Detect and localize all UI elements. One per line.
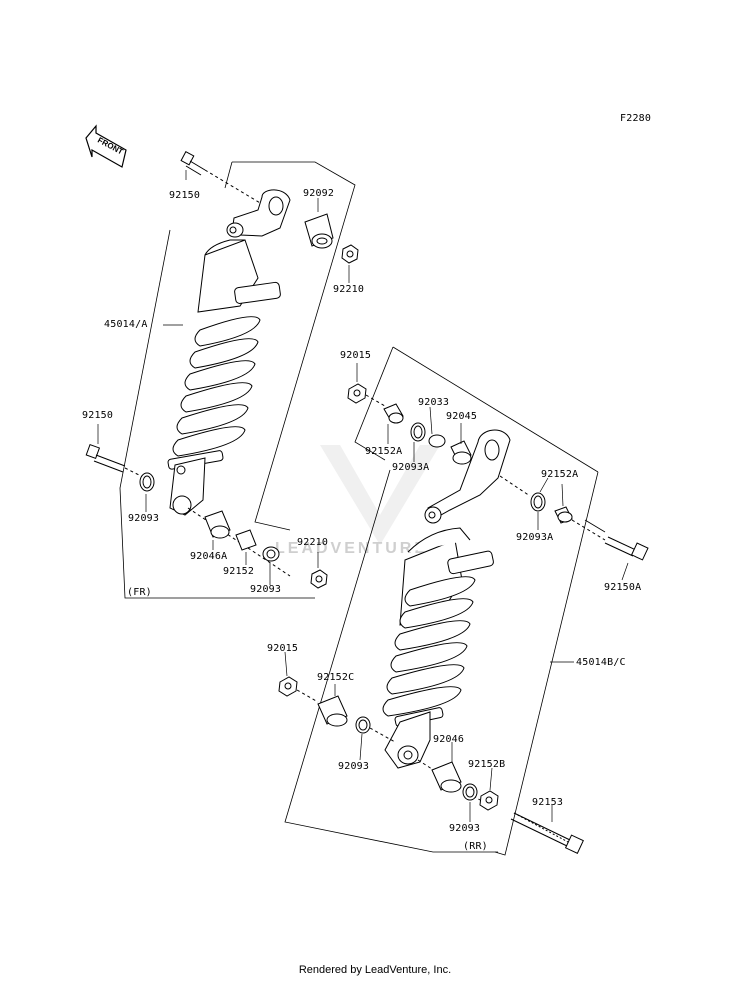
fr-spring xyxy=(172,316,261,457)
rr-collar-bottom xyxy=(317,695,348,727)
label-rr-washer-bottom-left: 92093 xyxy=(338,761,370,772)
label-fr-nut-bottom: 92210 xyxy=(297,537,329,548)
rr-nut-top xyxy=(347,383,386,407)
label-rr-washer-bottom-right: 92093 xyxy=(449,823,481,834)
label-rr-washer-top: 92093A xyxy=(392,462,430,473)
label-fr-nut-top: 92210 xyxy=(333,284,365,295)
rr-leaders xyxy=(284,363,629,822)
fr-shock-body xyxy=(167,189,291,516)
fr-leaders xyxy=(97,170,350,585)
fr-bolt-bottom xyxy=(85,443,146,479)
fr-nut-top xyxy=(341,244,359,264)
rr-bolt-bottom xyxy=(510,812,584,854)
label-rr-nut-bottom: 92015 xyxy=(267,643,299,654)
label-fr-bolt-top: 92150 xyxy=(169,190,201,201)
label-rr-bolt-top: 92150A xyxy=(604,582,642,593)
rr-bearing xyxy=(450,440,472,465)
fr-collar xyxy=(204,510,231,539)
label-fr-bolt-bottom: 92150 xyxy=(82,410,114,421)
label-rr-washer-right: 92093A xyxy=(516,532,554,543)
footer-credit: Rendered by LeadVenture, Inc. xyxy=(298,964,452,976)
label-rr-bolt-bottom: 92153 xyxy=(532,797,564,808)
label-rr-collar-top: 92152A xyxy=(365,446,403,457)
rr-washer-right xyxy=(530,492,546,512)
rr-collar-bottom-right xyxy=(479,790,499,811)
rr-nut-bottom xyxy=(278,676,298,697)
watermark-text: LEADVENTURE xyxy=(275,540,429,557)
fr-bushing-top xyxy=(304,213,334,249)
label-fr-collar: 92046A xyxy=(190,551,228,562)
rr-spring xyxy=(382,576,476,717)
label-rr-bushing-bottom: 92046 xyxy=(433,734,465,745)
label-rr-collar-bottom: 92152C xyxy=(317,672,355,683)
rr-washer-bottom-right xyxy=(462,783,478,801)
rr-washer-bottom-left xyxy=(355,716,371,734)
label-rr-collar-bottom-right: 92152B xyxy=(468,759,506,770)
rr-bushing-bottom xyxy=(431,761,462,793)
label-rr-collar-right: 92152A xyxy=(541,469,579,480)
fr-sleeve xyxy=(235,529,257,551)
label-rr-nut-top: 92015 xyxy=(340,350,372,361)
rr-collar-top xyxy=(383,403,404,424)
label-rr-circlip: 92033 xyxy=(418,397,450,408)
label-rr-shock: 45014B/C xyxy=(576,657,626,668)
label-fr-sleeve: 92152 xyxy=(223,566,255,577)
rr-washer-top xyxy=(410,422,426,442)
rr-bolt-top xyxy=(604,536,649,561)
fr-nut-bottom xyxy=(310,569,328,589)
fr-group-outline xyxy=(119,161,356,599)
label-fr-washer-left: 92093 xyxy=(128,513,160,524)
rr-circlip xyxy=(428,434,446,448)
figure-code: F2280 xyxy=(620,113,652,124)
label-fr-washer-right: 92093 xyxy=(250,584,282,595)
watermark-logo xyxy=(320,445,440,545)
label-fr-bushing-top: 92092 xyxy=(303,188,335,199)
rr-group-outline xyxy=(284,346,606,856)
front-arrow-icon: FRONT xyxy=(85,124,127,168)
fr-washer-right xyxy=(262,546,280,562)
label-group-rear: (RR) xyxy=(463,841,488,852)
fr-washer-left xyxy=(139,472,155,492)
rr-shock-body xyxy=(382,429,511,769)
rr-collar-right xyxy=(554,506,573,524)
label-group-front: (FR) xyxy=(127,587,152,598)
label-fr-shock: 45014/A xyxy=(104,319,148,330)
label-rr-bearing: 92045 xyxy=(446,411,478,422)
